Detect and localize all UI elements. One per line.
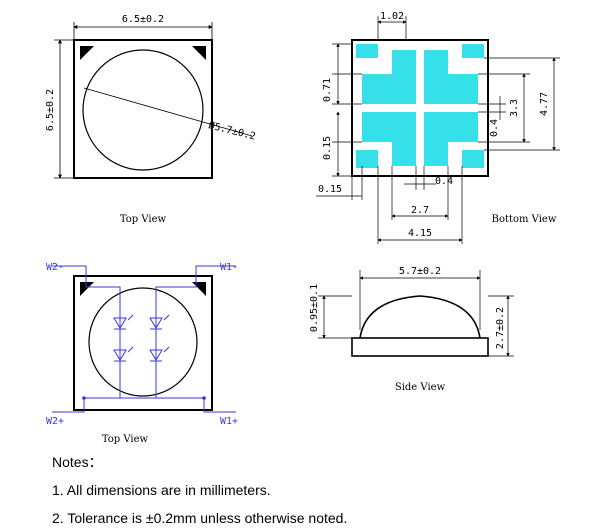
circuit-top-view-label: Top View [102, 434, 149, 445]
bottom-dim-477: 4.77 [539, 92, 550, 116]
w1-minus-lead [155, 265, 236, 310]
bottom-dim-015a: 0.15 [322, 136, 333, 160]
circuit-corner-mark-tr [192, 282, 206, 296]
w2-minus-label: W2- [46, 262, 64, 273]
corner-mark-tl [80, 46, 94, 60]
side-height-dim: 0.95±0.1 [309, 284, 320, 332]
corner-mark-tr [192, 46, 206, 60]
bottom-view-label: Bottom View [492, 214, 557, 225]
top-view-label: Top View [120, 214, 167, 225]
corner-pad-tr [462, 44, 484, 58]
side-dome [359, 295, 481, 339]
bottom-dim-27: 2.7 [411, 205, 429, 216]
side-width-dim: 5.7±0.2 [399, 266, 441, 277]
bottom-dim-04b: 0.4 [489, 119, 500, 137]
lens-outline [82, 49, 204, 171]
side-substrate [351, 337, 489, 357]
led-symbols [113, 310, 170, 370]
w1-plus-lead [155, 370, 236, 413]
w1-plus-label: W1+ [220, 416, 238, 427]
bottom-view: 1.02 0.71 0.15 0.15 0.4 2.7 4.15 [316, 11, 560, 244]
bottom-dim-015b: 0.15 [318, 184, 342, 195]
main-pad-bl [362, 112, 416, 166]
top-view-height-dim: 6.5±0.2 [45, 89, 56, 131]
note-item-2: 2. Tolerance is ±0.2mm unless otherwise … [52, 510, 348, 526]
package-outline [73, 39, 213, 179]
side-view-label: Side View [395, 382, 446, 393]
bottom-dim-415: 4.15 [408, 228, 432, 239]
bottom-dim-102: 1.02 [380, 11, 404, 22]
top-view-width-dim: 6.5±0.2 [122, 14, 164, 25]
main-pad-tr [424, 50, 478, 104]
corner-pad-bl [356, 150, 378, 168]
w1-minus-label: W1- [220, 262, 238, 273]
lens-leader-line [83, 87, 253, 137]
main-pad-tl [362, 50, 416, 104]
top-view: 6.5±0.2 6.5±0.2 Ø5.7±0.2 Top View [45, 14, 257, 225]
bottom-package-outline [351, 39, 489, 177]
note-item-1: 1. All dimensions are in millimeters. [52, 482, 271, 498]
w2-minus-lead [52, 265, 121, 310]
side-view: 5.7±0.2 0.95±0.1 2.7±0.2 Side View [309, 266, 514, 393]
w2-plus-lead [52, 370, 121, 413]
lens-diameter-dim: Ø5.7±0.2 [207, 119, 257, 142]
bottom-dim-04a: 0.4 [435, 176, 453, 187]
corner-pad-tl [356, 44, 378, 58]
top-view-circuit: W2- W1- W2+ W1+ Top View [46, 262, 238, 445]
circuit-corner-mark-tl [80, 282, 94, 296]
bottom-dim-071: 0.71 [322, 78, 333, 102]
side-total-dim: 2.7±0.2 [495, 307, 506, 349]
bottom-dim-33: 3.3 [509, 99, 520, 117]
w2-plus-label: W2+ [46, 416, 64, 427]
corner-pad-br [462, 150, 484, 168]
notes-title: Notes： [52, 454, 103, 470]
main-pad-br [424, 112, 478, 166]
circuit-lens-outline [88, 287, 198, 397]
circuit-package-outline [73, 275, 213, 411]
